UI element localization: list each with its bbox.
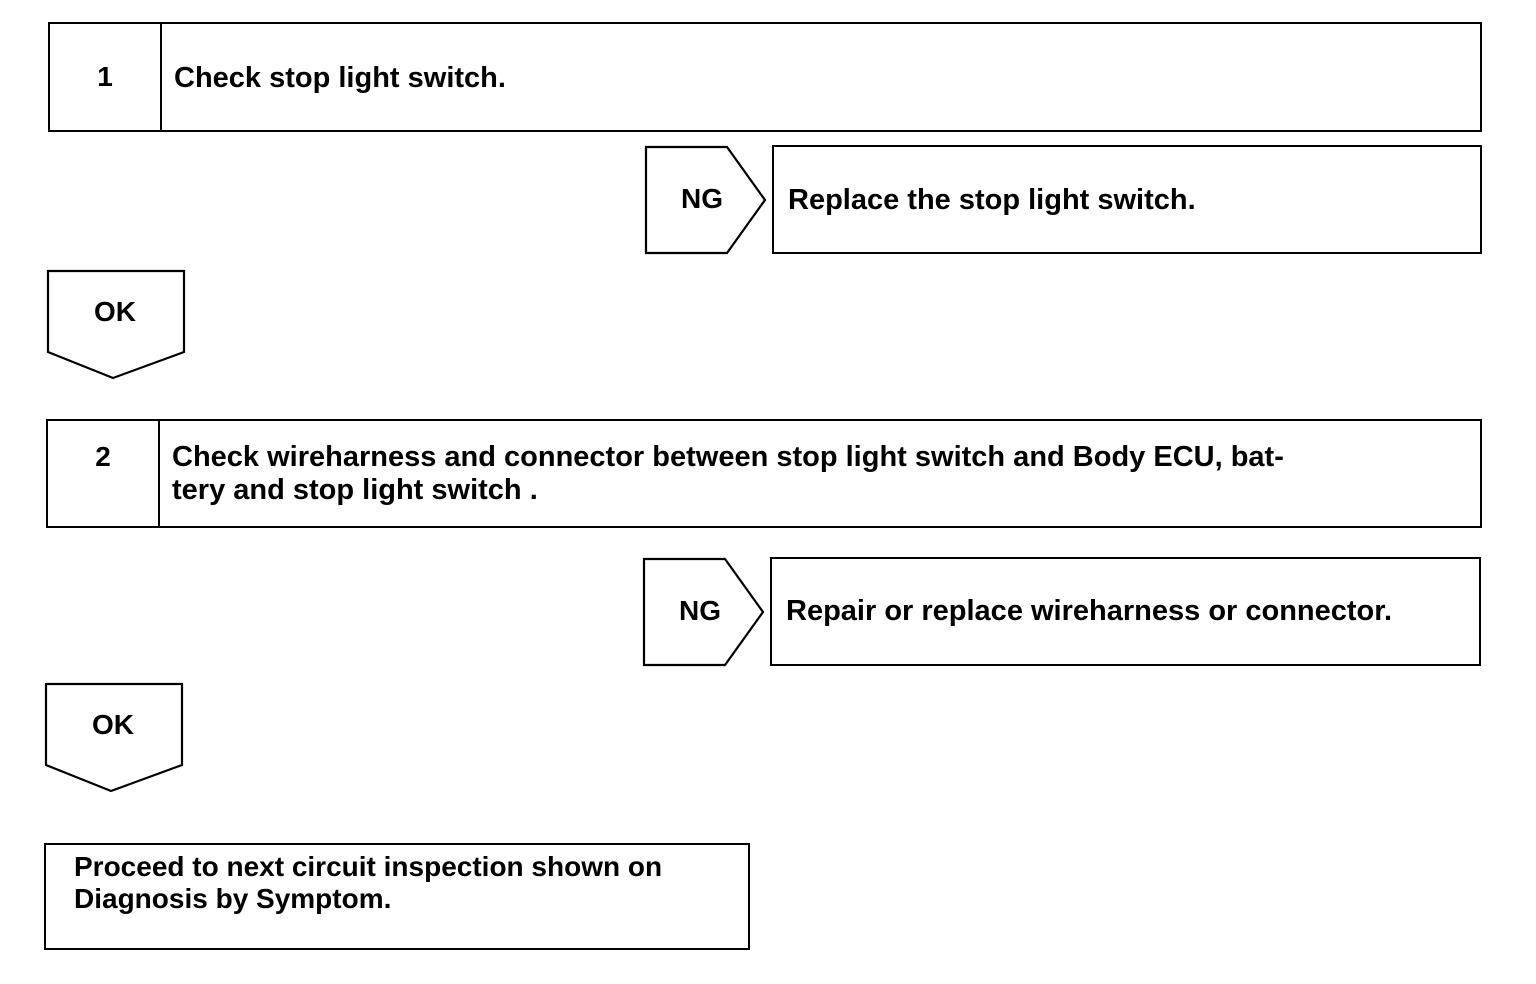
step-2-text-line2: tery and stop light switch . (172, 474, 538, 506)
ok-label-2: OK (92, 709, 134, 740)
step-1-text: Check stop light switch. (174, 62, 506, 94)
final-text: Proceed to next circuit inspection shown… (74, 851, 734, 915)
ng-label-2: NG (679, 595, 721, 626)
final-box: Proceed to next circuit inspection shown… (44, 843, 750, 950)
ng-arrow-1 (644, 145, 767, 255)
step-1-box: 1 Check stop light switch. (48, 22, 1482, 132)
ng-action-text-1: Replace the stop light switch. (788, 184, 1196, 216)
step-2-number: 2 (48, 421, 160, 526)
step-2-text-line1: Check wireharness and connector between … (172, 441, 1284, 473)
ng-action-box-1: Replace the stop light switch. (772, 145, 1482, 254)
step-2-text: Check wireharness and connector between … (160, 421, 1480, 526)
ok-label-1: OK (94, 296, 136, 327)
ng-action-text-2: Repair or replace wireharness or connect… (786, 595, 1393, 627)
step-2-number-text: 2 (95, 441, 111, 472)
ok-arrow-1 (46, 269, 186, 380)
ok-arrow-2 (44, 682, 184, 793)
ng-label-1: NG (681, 183, 723, 214)
final-text-line1: Proceed to next circuit inspection shown… (74, 851, 663, 882)
ng-action-box-2: Repair or replace wireharness or connect… (770, 557, 1481, 666)
step-2-box: 2 Check wireharness and connector betwee… (46, 419, 1482, 528)
step-1-number: 1 (50, 24, 162, 130)
final-text-line2: Diagnosis by Symptom. (74, 883, 392, 914)
ng-arrow-2 (642, 557, 765, 667)
